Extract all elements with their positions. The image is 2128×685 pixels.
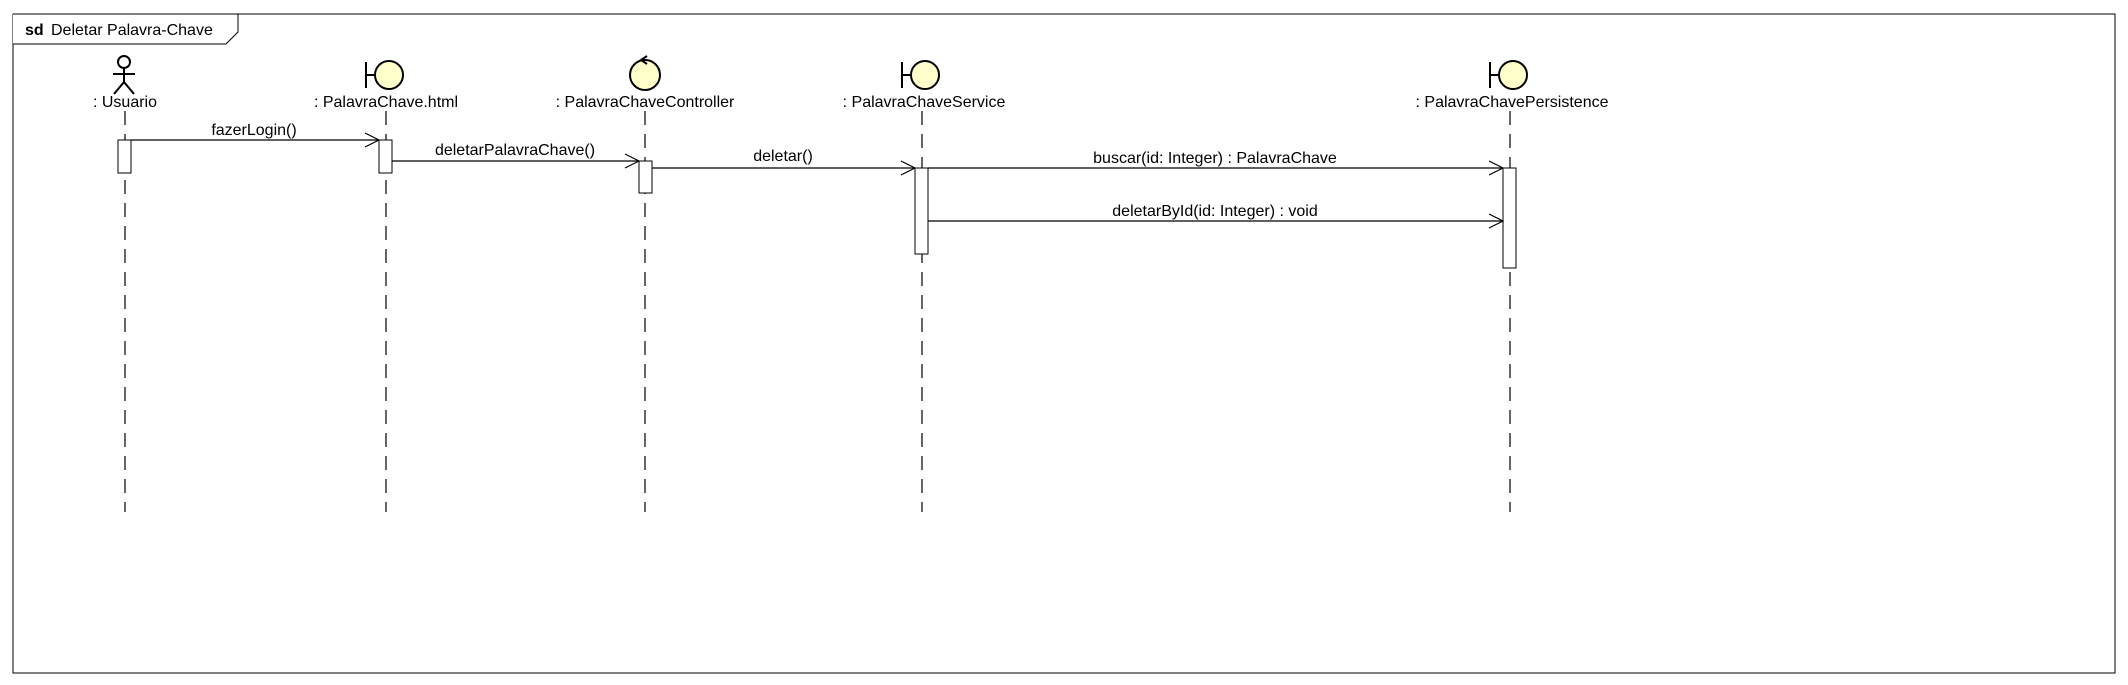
lifeline-palavrachave-service: : PalavraChaveService <box>843 60 1006 512</box>
activation-bar-usuario <box>117 139 132 174</box>
boundary-icon <box>1489 60 1528 90</box>
arrowhead-icon <box>624 153 641 169</box>
diagram-frame: sd Deletar Palavra-Chave <box>12 13 2116 674</box>
boundary-icon <box>365 60 404 90</box>
lifeline-label: : PalavraChave.html <box>314 94 458 111</box>
lifeline-palavrachave-persistence: : PalavraChavePersistence <box>1416 60 1609 512</box>
message-label: fazerLogin() <box>211 122 296 139</box>
actor-icon <box>113 55 135 95</box>
lifeline-usuario: : Usuario <box>93 55 157 512</box>
frame-keyword: sd <box>25 22 44 39</box>
lifeline-label: : Usuario <box>93 94 157 111</box>
message-label: deletarPalavraChave() <box>435 142 595 159</box>
activation-bar-controller <box>638 160 653 194</box>
control-icon <box>629 55 661 91</box>
activation-bar-html <box>378 139 393 174</box>
activation-bar-service <box>914 167 929 255</box>
frame-title: Deletar Palavra-Chave <box>51 22 213 39</box>
message-deletar: deletar() <box>652 148 917 176</box>
lifeline-label: : PalavraChaveController <box>556 94 735 111</box>
message-fazer-login: fazerLogin() <box>131 122 381 148</box>
lifeline-label: : PalavraChavePersistence <box>1416 94 1609 111</box>
arrowhead-icon <box>364 132 381 148</box>
activations <box>117 139 1517 269</box>
message-label: deletar() <box>753 148 813 165</box>
message-buscar: buscar(id: Integer) : PalavraChave <box>928 150 1505 176</box>
message-deletar-by-id: deletarById(id: Integer) : void <box>928 203 1505 229</box>
message-deletar-palavra-chave: deletarPalavraChave() <box>392 142 641 169</box>
message-label: deletarById(id: Integer) : void <box>1112 203 1317 220</box>
lifeline-label: : PalavraChaveService <box>843 94 1006 111</box>
arrowhead-icon <box>1488 213 1505 229</box>
activation-bar-persistence <box>1502 167 1517 269</box>
arrowhead-icon <box>900 160 917 176</box>
boundary-icon <box>901 60 940 90</box>
arrowhead-icon <box>1488 160 1505 176</box>
message-label: buscar(id: Integer) : PalavraChave <box>1093 150 1337 167</box>
frame-border <box>12 13 2116 674</box>
lifeline-palavrachave-controller: : PalavraChaveController <box>556 55 735 512</box>
frame-title-tab <box>13 13 239 45</box>
lifeline-palavrachave-html: : PalavraChave.html <box>314 60 458 512</box>
